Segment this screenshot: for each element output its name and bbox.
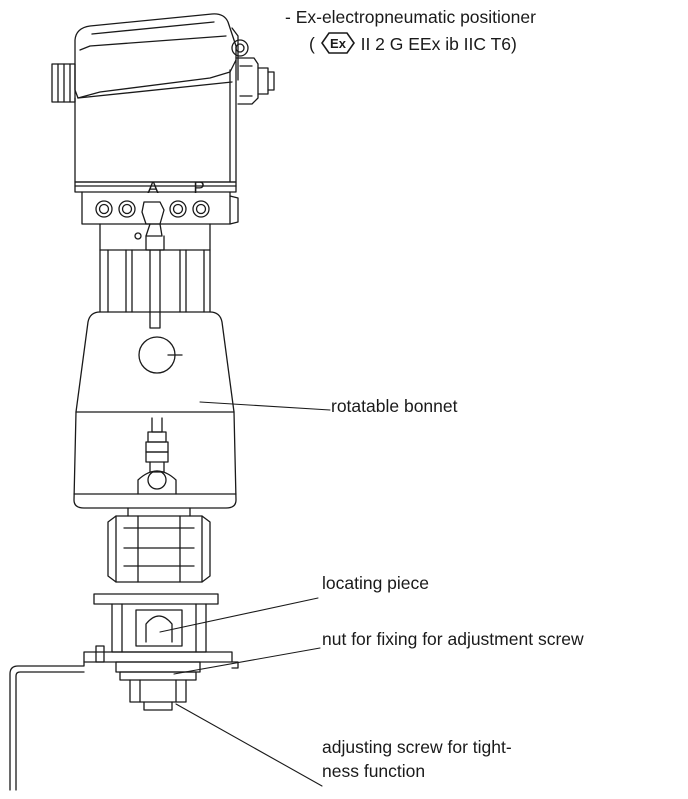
label-nut-fixing: nut for fixing for adjustment screw (322, 629, 584, 649)
ex-symbol-text: Ex (330, 36, 347, 51)
positioner-housing (51, 13, 275, 251)
port-p-label: P (193, 178, 204, 197)
positioner-title: - Ex-electropneumatic positioner (285, 7, 536, 27)
ex-rating-text: II 2 G EEx ib IIC T6) (360, 34, 517, 54)
leader-rotatable-bonnet (199, 401, 331, 411)
leader-adjusting-screw (175, 703, 323, 787)
label-adjusting-screw-line2: ness function (322, 761, 426, 781)
label-rotatable-bonnet: rotatable bonnet (331, 396, 458, 416)
leader-lines (159, 401, 331, 787)
bonnet (73, 311, 237, 509)
mounting-bracket (9, 661, 239, 791)
label-locating-piece: locating piece (322, 573, 430, 593)
label-adjusting-screw-line1: adjusting screw for tight- (322, 737, 512, 757)
ex-hexagon-icon: Ex (320, 32, 355, 54)
ex-rating-line: ( Ex II 2 G EEx ib IIC T6) (309, 31, 517, 55)
lower-assembly (83, 507, 233, 711)
port-a-label: A (147, 178, 159, 197)
leader-nut-fixing (173, 647, 321, 675)
leader-locating-piece (159, 597, 319, 633)
yoke-columns (99, 223, 211, 329)
ex-rating-open-paren: ( (309, 34, 315, 54)
